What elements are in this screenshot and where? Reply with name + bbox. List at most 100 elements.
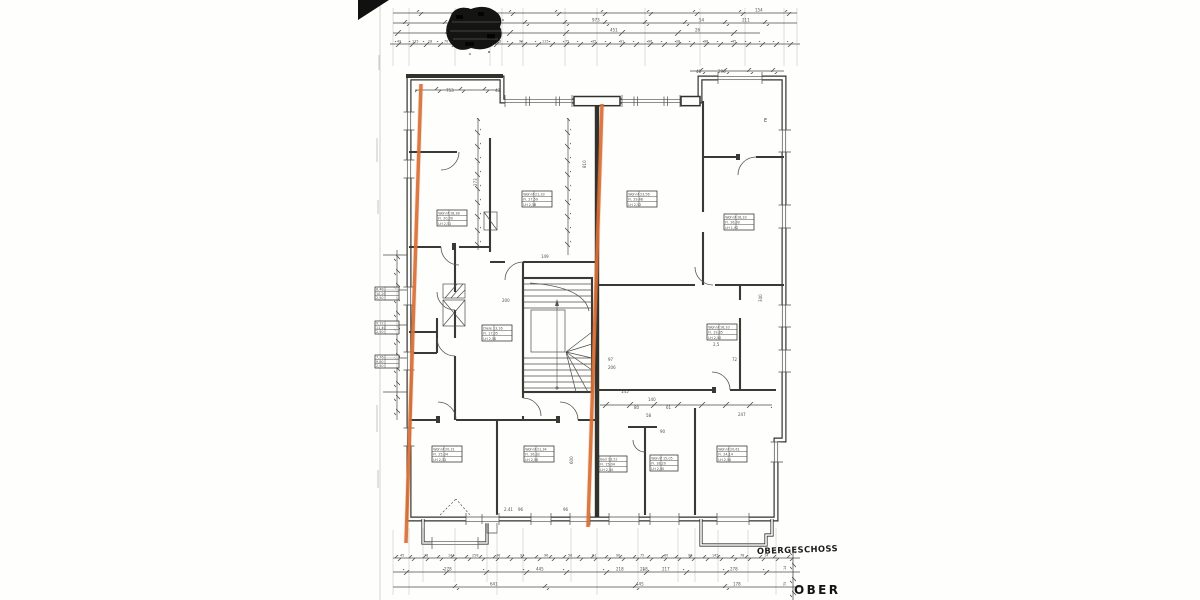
svg-text:96: 96 (563, 507, 569, 512)
dim-label: 451 (610, 28, 618, 33)
plan-dimension-labels: 753 48 48 296 273 810 200 149 97 206 140… (446, 69, 767, 512)
dim-label: 49 (397, 40, 401, 44)
svg-text:144: 144 (448, 554, 454, 558)
svg-text:72: 72 (732, 357, 738, 362)
svg-text:Wohnf 18,38: Wohnf 18,38 (438, 211, 460, 215)
svg-text:45: 45 (400, 554, 404, 558)
svg-text:296: 296 (718, 69, 726, 74)
svg-text:641: 641 (490, 582, 498, 587)
svg-text:14: 14 (783, 566, 787, 570)
svg-text:Fl. 26,00: Fl. 26,00 (725, 221, 740, 225)
margin-stamp: 8,48 10,20 2,50 (374, 286, 400, 301)
svg-text:LH 2,51: LH 2,51 (438, 222, 451, 226)
svg-text:Fl. 24,14: Fl. 24,14 (718, 453, 733, 457)
svg-text:2,50: 2,50 (376, 364, 384, 368)
svg-text:810: 810 (582, 160, 587, 168)
svg-text:11,40: 11,40 (376, 326, 386, 330)
door-jambs (436, 154, 740, 423)
svg-text:97: 97 (520, 554, 524, 558)
svg-text:Fl. 29,48: Fl. 29,48 (628, 198, 643, 202)
dim-label: 154 (755, 8, 763, 13)
svg-text:LH 2,52: LH 2,52 (628, 203, 641, 207)
printed-floor-label: OBER (794, 583, 840, 597)
svg-text:LH 2,58: LH 2,58 (523, 203, 536, 207)
annotations: OBERGESCHOSS OBER (757, 543, 840, 597)
dim-label: 28 (676, 40, 680, 44)
svg-text:96: 96 (688, 554, 692, 558)
svg-text:75: 75 (640, 554, 644, 558)
margin-stamp: 9,12 11,40 2,50 (374, 320, 400, 335)
svg-text:96: 96 (544, 554, 548, 558)
windows-right-wall (770, 129, 791, 463)
svg-text:Wohnf 15,05: Wohnf 15,05 (651, 456, 673, 460)
svg-text:273: 273 (473, 178, 478, 186)
dim-label: 211 (742, 18, 750, 23)
svg-text:LH 2,51: LH 2,51 (433, 458, 446, 462)
dim-label: 35 (592, 40, 596, 44)
svg-text:Wohnf 16,10: Wohnf 16,10 (708, 325, 730, 329)
room-stamp: Wohnf 21,33 Fl. 27,59 LH 2,58 (521, 190, 553, 208)
dim-label: 70 (444, 40, 448, 44)
svg-text:96: 96 (518, 507, 524, 512)
svg-text:LH 2,50: LH 2,50 (483, 337, 496, 341)
svg-text:8,48: 8,48 (376, 288, 384, 292)
floor-plan-drawing: 753 48 48 296 273 810 200 149 97 206 140… (374, 68, 791, 549)
orange-highlight-lines (403, 83, 605, 544)
svg-text:Bad 13,22: Bad 13,22 (600, 457, 617, 461)
svg-text:80: 80 (634, 405, 640, 410)
svg-text:Diele 13,16: Diele 13,16 (483, 326, 502, 330)
svg-text:2,50: 2,50 (376, 330, 384, 334)
svg-text:7,26: 7,26 (376, 356, 384, 360)
svg-text:217: 217 (662, 567, 670, 572)
svg-text:Fl. 25,04: Fl. 25,04 (433, 453, 448, 457)
room-stamp: Wohnf 15,05 Fl. 18,20 LH 2,50 (649, 454, 679, 472)
svg-text:58: 58 (568, 554, 572, 558)
svg-text:LH 2,50: LH 2,50 (600, 468, 613, 472)
dim-label: 98 (704, 40, 708, 44)
svg-text:149: 149 (541, 254, 549, 259)
windows-top-wall (504, 72, 763, 107)
handwritten-floor-label: OBERGESCHOSS (757, 543, 838, 556)
dim-label: 91 (620, 40, 624, 44)
svg-text:LH 2,50: LH 2,50 (525, 458, 538, 462)
svg-text:58: 58 (646, 413, 652, 418)
svg-text:445: 445 (636, 582, 644, 587)
svg-text:14: 14 (764, 554, 768, 558)
svg-text:90: 90 (616, 554, 620, 558)
page-corner-fold (358, 0, 389, 20)
svg-text:340: 340 (758, 294, 763, 302)
svg-text:178: 178 (733, 582, 741, 587)
svg-text:258: 258 (472, 554, 478, 558)
svg-text:145: 145 (621, 389, 629, 394)
svg-text:278: 278 (444, 567, 452, 572)
room-stamp: Wohnf 16,33 Fl. 26,00 LH 1,92 (723, 213, 755, 231)
dim-label: 78 (497, 40, 501, 44)
dim-label: 96 (648, 40, 652, 44)
svg-text:278: 278 (730, 567, 738, 572)
svg-text:Wohnf 21,34: Wohnf 21,34 (525, 447, 547, 451)
svg-text:97: 97 (608, 357, 614, 362)
dim-label: 54 (699, 18, 705, 23)
svg-text:48: 48 (696, 69, 702, 74)
svg-text:61: 61 (666, 405, 672, 410)
room-stamp: Wohnf 20,61 Fl. 24,14 LH 2,50 (716, 445, 748, 463)
dim-label: 135 (412, 40, 418, 44)
svg-text:60: 60 (664, 554, 668, 558)
svg-text:10,20: 10,20 (376, 292, 386, 296)
svg-text:48: 48 (495, 88, 501, 93)
svg-text:Wohnf 20,31: Wohnf 20,31 (433, 447, 455, 451)
highlight-line-right (586, 103, 604, 528)
svg-text:206: 206 (608, 365, 616, 370)
elevator-shaft (442, 211, 498, 327)
door-swings (436, 151, 757, 516)
dim-label: 45 (732, 40, 736, 44)
svg-text:145: 145 (712, 554, 718, 558)
svg-text:600: 600 (569, 456, 574, 464)
window-mark: E (764, 118, 767, 124)
dim-label: 75 (565, 40, 569, 44)
svg-text:9,12: 9,12 (376, 322, 384, 326)
margin-stamp: 7,26 9,80 2,50 (374, 354, 400, 369)
room-stamp: Wohnf 21,34 Fl. 26,32 LH 2,50 (523, 445, 555, 463)
svg-text:Fl. 18,20: Fl. 18,20 (651, 462, 666, 466)
